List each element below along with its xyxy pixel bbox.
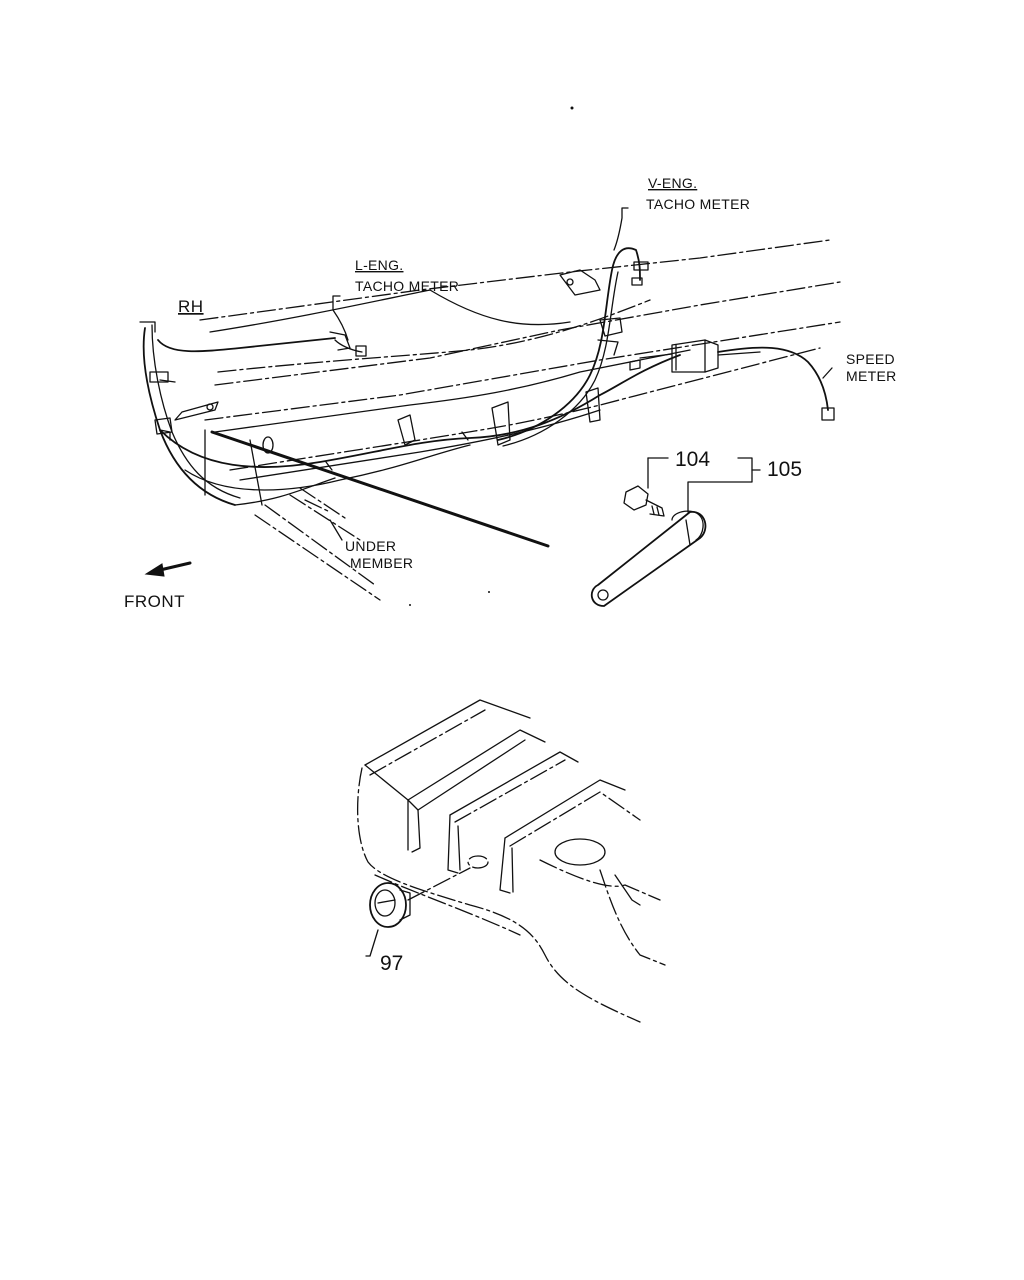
side-label: RH bbox=[178, 297, 204, 316]
l-eng-meter-label: TACHO METER bbox=[355, 278, 459, 294]
speed-meter-label-line1: SPEED bbox=[846, 351, 895, 367]
under-member-label-line1: UNDER bbox=[345, 538, 396, 554]
under-member-label-line2: MEMBER bbox=[350, 555, 413, 571]
v-eng-meter-label: TACHO METER bbox=[646, 196, 750, 212]
front-label: FRONT bbox=[124, 592, 185, 611]
l-eng-title: L-ENG. bbox=[355, 257, 403, 273]
chassis-frame-assembly bbox=[139, 207, 841, 601]
v-eng-title: V-ENG. bbox=[648, 175, 697, 191]
scan-speck bbox=[409, 604, 411, 606]
speed-meter-label-line2: METER bbox=[846, 368, 897, 384]
frame-grommet-assembly bbox=[356, 699, 666, 1023]
part-104-105-lever bbox=[590, 457, 761, 607]
part-number-105: 105 bbox=[767, 458, 802, 481]
front-arrow-icon bbox=[144, 561, 192, 577]
part-number-104: 104 bbox=[675, 448, 710, 471]
scan-speck bbox=[488, 591, 490, 593]
scan-speck bbox=[570, 106, 574, 110]
part-number-97: 97 bbox=[380, 952, 403, 975]
